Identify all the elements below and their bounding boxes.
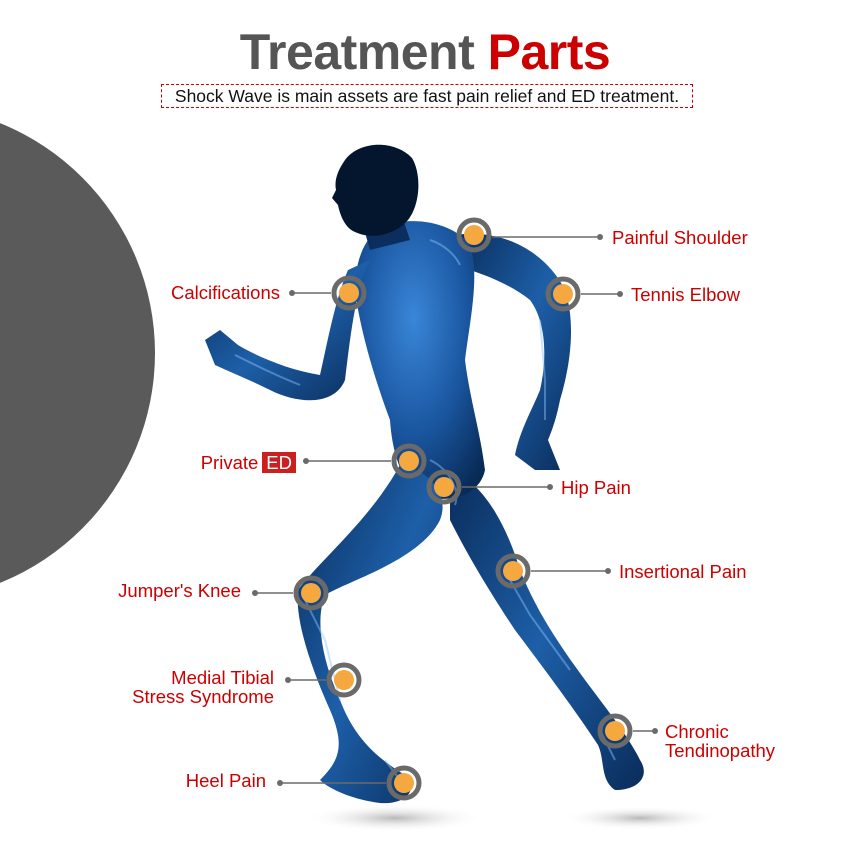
marker-insertional-pain[interactable] (495, 553, 611, 589)
left-arm (205, 260, 370, 401)
torso (355, 221, 485, 499)
label-chronic-line2: Tendinopathy (665, 740, 776, 761)
label-calcifications: Calcifications (171, 282, 280, 303)
marker-painful-shoulder[interactable] (456, 217, 603, 253)
treatment-markers (252, 217, 658, 801)
label-chronic-tendinopathy: Chronic Tendinopathy (665, 722, 775, 760)
marker-chronic-tendinopathy[interactable] (597, 713, 658, 749)
label-heel-pain: Heel Pain (185, 770, 266, 791)
label-tennis-elbow: Tennis Elbow (631, 284, 741, 305)
title-part-1: Treatment (239, 24, 475, 80)
marker-hip-pain[interactable] (426, 469, 553, 505)
marker-medial-tibial[interactable] (285, 662, 362, 698)
right-arm (455, 233, 572, 470)
label-painful-shoulder: Painful Shoulder (612, 227, 748, 248)
label-medial-tibial: Medial Tibial Stress Syndrome (132, 668, 274, 706)
title-part-2: Parts (487, 24, 611, 80)
right-leg (450, 470, 644, 790)
ed-badge: ED (262, 452, 296, 473)
marker-calcifications[interactable] (289, 275, 367, 311)
left-leg (297, 465, 443, 804)
label-medial-tibial-line2: Stress Syndrome (132, 686, 274, 707)
marker-tennis-elbow[interactable] (545, 276, 623, 312)
page-title: Treatment Parts (0, 22, 850, 82)
head (332, 144, 419, 236)
label-insertional-pain: Insertional Pain (619, 561, 747, 582)
subtitle-box: Shock Wave is main assets are fast pain … (161, 84, 693, 108)
marker-heel-pain[interactable] (277, 765, 422, 801)
label-medial-tibial-line1: Medial Tibial (171, 667, 274, 688)
foot-shadow-right (560, 806, 720, 830)
label-private-text: Private (200, 452, 259, 473)
marker-jumpers-knee[interactable] (252, 575, 329, 611)
label-jumpers-knee: Jumper's Knee (118, 580, 241, 601)
marker-private-ed[interactable] (303, 443, 427, 479)
label-chronic-line1: Chronic (665, 721, 729, 742)
label-hip-pain: Hip Pain (561, 477, 631, 498)
foot-shadow-left (305, 804, 485, 832)
